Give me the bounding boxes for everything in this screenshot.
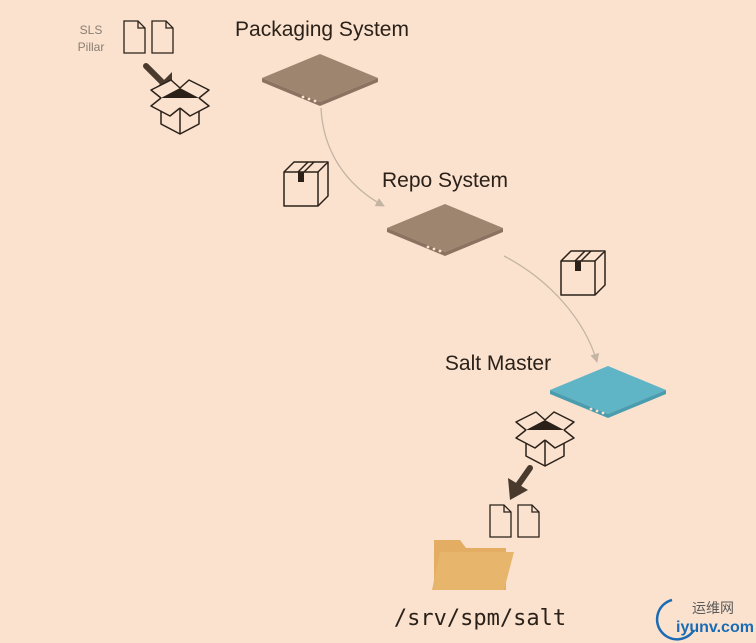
- package-box-icon: [283, 161, 329, 207]
- document-icon: [517, 504, 540, 538]
- flow-arrow-repo-to-master: [503, 255, 600, 363]
- document-icon: [489, 504, 512, 538]
- open-box-icon: [515, 411, 575, 467]
- flow-arrow-packaging-to-repo: [320, 107, 385, 207]
- pillar-label: Pillar: [78, 40, 105, 54]
- salt-master-server: [550, 366, 666, 418]
- watermark-swoosh-icon: [655, 598, 696, 641]
- server-icon: [387, 204, 503, 252]
- document-icon: [123, 20, 146, 54]
- salt-master-label: Salt Master: [445, 352, 551, 375]
- open-box-icon: [150, 79, 210, 135]
- document-icon: [151, 20, 174, 54]
- watermark-name: 运维网: [692, 600, 734, 616]
- package-box-icon: [560, 250, 606, 296]
- source-files-label: SLS Pillar: [78, 23, 105, 54]
- watermark-logo: 运维网 iyunv.com: [655, 598, 754, 641]
- folder-icon: [432, 540, 514, 590]
- repo-server: [387, 204, 503, 256]
- source-document-icons: [123, 20, 174, 54]
- destination-document-icons: [489, 504, 540, 538]
- packaging-server: [262, 54, 378, 106]
- sls-label: SLS: [80, 23, 103, 37]
- watermark-site: iyunv.com: [676, 619, 754, 636]
- repo-system-label: Repo System: [382, 169, 508, 192]
- packaging-system-label: Packaging System: [235, 18, 409, 41]
- server-icon: [550, 366, 666, 414]
- server-icon: [262, 54, 378, 102]
- destination-path: /srv/spm/salt: [394, 606, 566, 631]
- down-arrow-icon: [508, 465, 533, 500]
